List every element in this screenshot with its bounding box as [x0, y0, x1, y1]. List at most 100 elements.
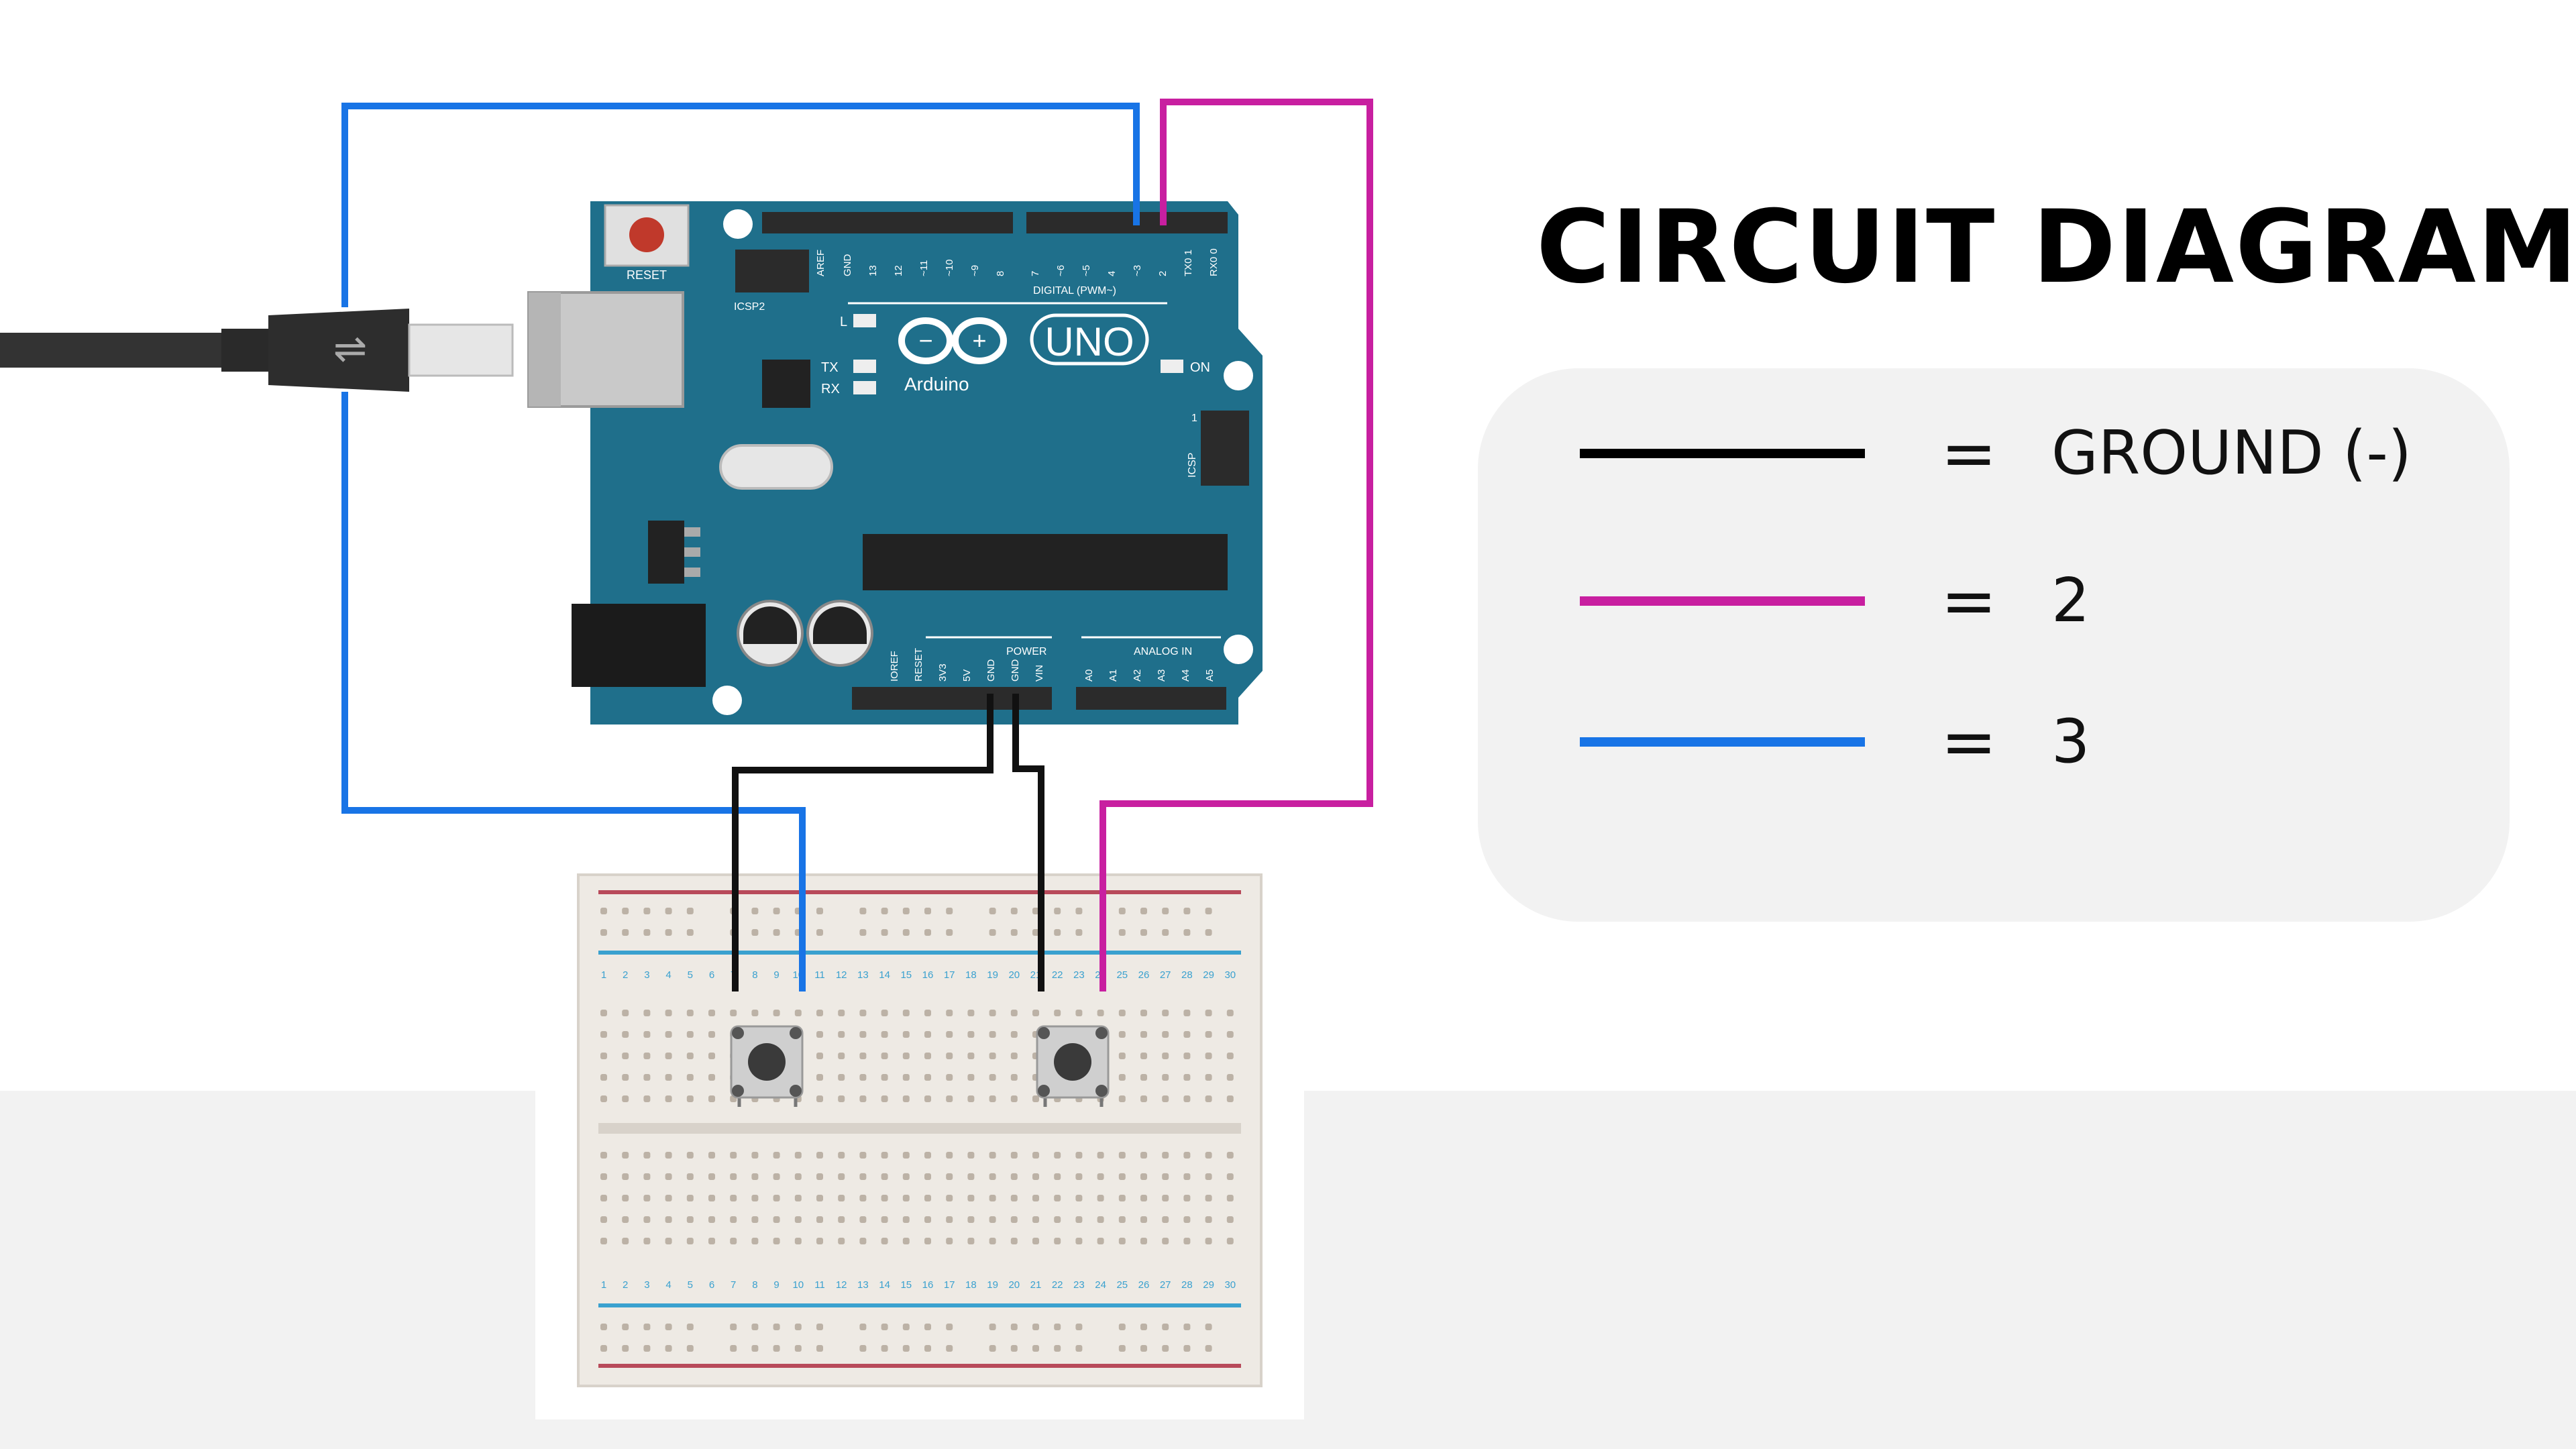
svg-text:+: + [972, 327, 986, 354]
breadboard-hole [751, 1195, 759, 1201]
breadboard-hole [989, 1173, 996, 1180]
rail-hole [600, 908, 607, 914]
rail-hole [622, 908, 629, 914]
rail-hole [730, 1345, 737, 1352]
legend-equals: = [1941, 561, 1997, 640]
breadboard-hole [708, 1031, 715, 1038]
breadboard-hole [643, 1173, 651, 1180]
breadboard-hole [881, 1238, 888, 1244]
breadboard-hole [1183, 1152, 1191, 1159]
breadboard-hole [1118, 1152, 1126, 1159]
column-number: 14 [879, 1279, 890, 1291]
rail-hole [902, 929, 910, 936]
svg-text:−: − [918, 327, 932, 354]
rail-hole [924, 1324, 931, 1330]
digital-pin-label: 8 [995, 271, 1006, 276]
breadboard-hole [1054, 1238, 1061, 1244]
svg-text:ICSP: ICSP [1187, 453, 1198, 478]
breadboard-hole [924, 1031, 931, 1038]
column-number: 16 [922, 1279, 934, 1291]
rail-hole [665, 929, 672, 936]
breadboard-hole [1205, 1095, 1212, 1102]
breadboard-hole [708, 1095, 715, 1102]
rail-hole [859, 1345, 867, 1352]
breadboard-hole [1118, 1195, 1126, 1201]
breadboard-hole [881, 1095, 888, 1102]
column-number: 23 [1073, 1279, 1085, 1291]
rail-hole [1140, 1324, 1147, 1330]
rail-hole [773, 1345, 780, 1352]
rail-hole [686, 1345, 694, 1352]
column-number: 16 [922, 969, 934, 981]
digital-pin-label: TX0 1 [1183, 250, 1194, 276]
breadboard-hole [902, 1238, 910, 1244]
breadboard-hole [643, 1152, 651, 1159]
breadboard-hole [665, 1031, 672, 1038]
breadboard-hole [730, 1010, 737, 1016]
column-number: 10 [792, 1279, 804, 1291]
rail-hole [622, 1324, 629, 1330]
column-number: 20 [1008, 969, 1020, 981]
digital-pin-label: ~10 [944, 260, 955, 276]
breadboard-hole [1162, 1010, 1169, 1016]
column-number: 3 [644, 969, 649, 981]
breadboard-hole [838, 1095, 845, 1102]
breadboard-hole [622, 1074, 629, 1081]
breadboard-hole [1032, 1152, 1039, 1159]
rail-hole [1075, 1345, 1083, 1352]
breadboard-hole [838, 1031, 845, 1038]
breadboard-hole [946, 1173, 953, 1180]
breadboard-hole [794, 1238, 802, 1244]
rail-hole [1183, 929, 1191, 936]
breadboard-hole [1183, 1074, 1191, 1081]
breadboard-hole [967, 1095, 975, 1102]
rail-hole [600, 1345, 607, 1352]
breadboard-hole [1183, 1195, 1191, 1201]
breadboard-hole [838, 1216, 845, 1223]
breadboard-hole [1205, 1053, 1212, 1059]
digital-pin-label: ~11 [918, 260, 930, 276]
legend-label: 2 [2051, 566, 2090, 636]
breadboard-hole [946, 1216, 953, 1223]
breadboard-hole [686, 1195, 694, 1201]
digital-header-right [1026, 212, 1228, 233]
breadboard-hole [600, 1031, 607, 1038]
breadboard-hole [967, 1010, 975, 1016]
column-number: 1 [601, 1279, 606, 1291]
breadboard-hole [859, 1152, 867, 1159]
rail-hole [1205, 1345, 1212, 1352]
rail-hole [1054, 929, 1061, 936]
breadboard-hole [622, 1031, 629, 1038]
breadboard-hole [622, 1095, 629, 1102]
breadboard-hole [643, 1195, 651, 1201]
rail-hole [751, 929, 759, 936]
breadboard-hole [1226, 1216, 1234, 1223]
breadboard-hole [1140, 1173, 1147, 1180]
svg-text:RESET: RESET [627, 268, 667, 282]
breadboard-hole [1183, 1173, 1191, 1180]
breadboard-hole [1075, 1152, 1083, 1159]
breadboard-hole [881, 1010, 888, 1016]
legend-row-pin2: =2 [1478, 561, 2510, 641]
breadboard-hole [924, 1152, 931, 1159]
breadboard-hole [924, 1173, 931, 1180]
breadboard-hole [967, 1053, 975, 1059]
breadboard-hole [1162, 1195, 1169, 1201]
breadboard-hole [643, 1216, 651, 1223]
breadboard-hole [794, 1152, 802, 1159]
breadboard-hole [859, 1031, 867, 1038]
breadboard-hole [838, 1238, 845, 1244]
breadboard-hole [1140, 1053, 1147, 1059]
breadboard-hole [1140, 1152, 1147, 1159]
legend-equals: = [1941, 702, 1997, 781]
breadboard-hole [1162, 1152, 1169, 1159]
breadboard-hole [665, 1173, 672, 1180]
breadboard-hole [838, 1053, 845, 1059]
rail-hole [859, 908, 867, 914]
breadboard-hole [1183, 1031, 1191, 1038]
breadboard-hole [1054, 1173, 1061, 1180]
breadboard-hole [1205, 1074, 1212, 1081]
rail-hole [1140, 929, 1147, 936]
